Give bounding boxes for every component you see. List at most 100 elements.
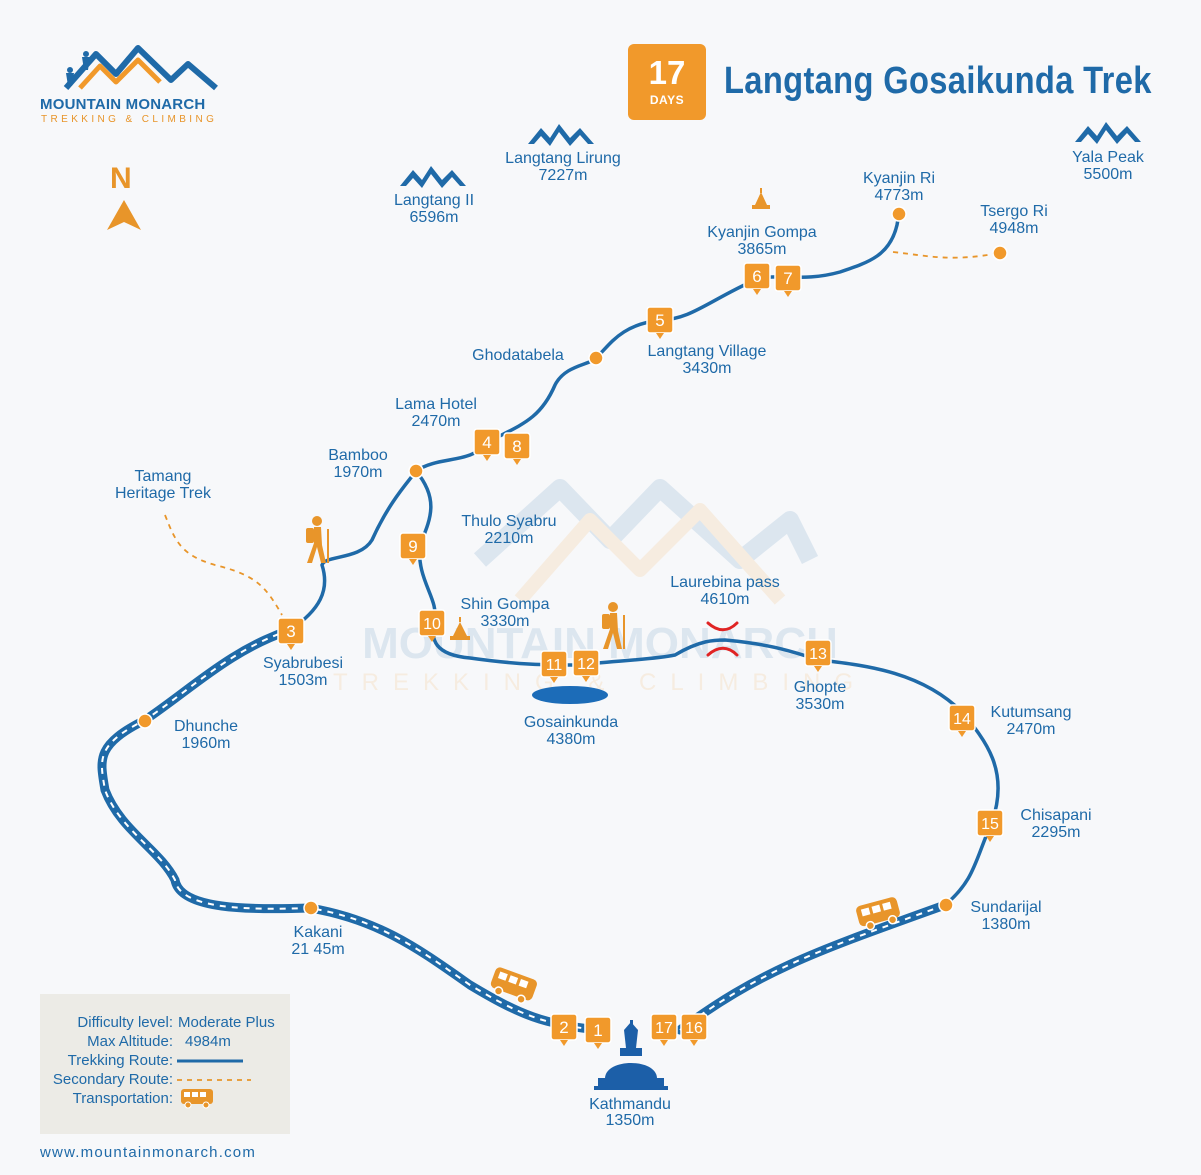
place-name-heritage-trek: Heritage Trek [115, 485, 212, 502]
days-number: 17 [648, 54, 686, 91]
legend-value-difficulty: Moderate Plus [178, 1014, 275, 1031]
day-marker-pointer [409, 559, 417, 565]
legend-row-trekking-route: Trekking Route: [40, 1052, 243, 1069]
day-marker-pointer [550, 677, 558, 683]
day-marker-label: 15 [981, 816, 999, 833]
legend-row-secondary-route: Secondary Route: [40, 1071, 251, 1088]
place-alt-kutumsang: 2470m [1007, 721, 1056, 738]
day-marker: 7 [774, 264, 802, 297]
logo-mountain-icon [63, 45, 218, 91]
legend: Difficulty level: Moderate Plus Max Alti… [40, 994, 290, 1134]
legend-secondary-route-swatch [177, 1079, 251, 1081]
waypoint-bamboo [408, 463, 424, 479]
pass-icon [706, 621, 739, 657]
days-badge: 17 DAYS [628, 44, 706, 120]
legend-value-altitude: 4984m [185, 1033, 231, 1050]
peak-name-yala-peak: Yala Peak [1072, 149, 1145, 166]
monastery-icon [752, 188, 770, 209]
day-marker-label: 13 [809, 646, 827, 663]
day-marker: 2 [550, 1013, 578, 1046]
brand-logo: MOUNTAIN MONARCH TREKKING & CLIMBING [40, 40, 240, 130]
day-marker-pointer [560, 1040, 568, 1046]
place-alt-lama-hotel: 2470m [412, 413, 461, 430]
peak-name-langtang-lirung: Langtang Lirung [505, 150, 621, 167]
place-alt-thulo-syabru: 2210m [485, 530, 534, 547]
legend-row-altitude: Max Altitude: 4984m [40, 1033, 231, 1050]
place-name-langtang-village: Langtang Village [648, 343, 767, 360]
waypoint-kyanjin-ri [891, 206, 907, 222]
secondary-routes [164, 251, 1001, 616]
day-marker-pointer [690, 1040, 698, 1046]
bus-icon [856, 897, 900, 931]
place-name-syabrubesi: Syabrubesi [263, 655, 343, 672]
day-marker: 15 [976, 809, 1004, 842]
legend-trekking-route-swatch [177, 1059, 243, 1063]
website-url: www.mountainmonarch.com [40, 1144, 257, 1161]
place-name-laurebina-pass: Laurebina pass [670, 574, 779, 591]
day-marker-pointer [513, 459, 521, 465]
day-marker-label: 5 [655, 311, 664, 330]
day-marker-label: 6 [752, 267, 761, 286]
day-marker: 5 [646, 306, 674, 339]
brand-tagline: TREKKING & CLIMBING [41, 114, 218, 125]
day-marker-pointer [656, 333, 664, 339]
map-title: Langtang Gosaikunda Trek [724, 60, 1152, 102]
day-marker-pointer [958, 731, 966, 737]
day-marker-pointer [594, 1043, 602, 1049]
day-marker: 4 [473, 428, 501, 461]
place-alt-ghopte: 3530m [796, 696, 845, 713]
day-marker: 8 [503, 432, 531, 465]
days-unit: DAYS [649, 93, 685, 107]
day-marker-label: 1 [593, 1021, 602, 1040]
day-marker-label: 10 [423, 616, 441, 633]
place-name-ghodatabela: Ghodatabela [472, 347, 564, 364]
place-name-dhunche: Dhunche [174, 718, 238, 735]
place-name-kyanjin-gompa: Kyanjin Gompa [707, 224, 816, 241]
day-marker-label: 14 [953, 711, 971, 728]
legend-key-secondary-route: Secondary Route: [52, 1071, 173, 1088]
place-alt-gosainkunda: 4380m [547, 731, 596, 748]
place-name-thulo-syabru: Thulo Syabru [461, 513, 556, 530]
place-name-shin-gompa: Shin Gompa [461, 596, 550, 613]
place-name-kakani: Kakani [294, 924, 343, 941]
mountain-icon [400, 122, 1141, 188]
gosainkunda-lake [532, 686, 608, 704]
day-marker: 12 [572, 649, 600, 682]
day-marker: 13 [804, 639, 832, 672]
bus-icon [181, 1089, 213, 1109]
place-alt-syabrubesi: 1503m [279, 672, 328, 689]
place-name-kutumsang: Kutumsang [991, 704, 1072, 721]
place-name-tsergo-ri: Tsergo Ri [980, 203, 1048, 220]
hiker-icon [602, 602, 625, 649]
legend-row-difficulty: Difficulty level: Moderate Plus [40, 1014, 274, 1031]
day-marker-label: 8 [512, 437, 521, 456]
day-marker-label: 3 [286, 622, 295, 641]
place-alt-langtang-village: 3430m [683, 360, 732, 377]
place-alt-kyanjin-ri: 4773m [875, 187, 924, 204]
day-marker-label: 9 [408, 537, 417, 556]
day-marker: 3 [277, 617, 305, 650]
north-arrow-icon [107, 200, 141, 230]
place-alt-sundarijal: 1380m [982, 916, 1031, 933]
place-name-sundarijal: Sundarijal [970, 899, 1041, 916]
peak-name-langtang-ii: Langtang II [394, 192, 474, 209]
place-alt-dhunche: 1960m [182, 735, 231, 752]
place-name-chisapani: Chisapani [1020, 807, 1091, 824]
day-marker-pointer [814, 666, 822, 672]
day-marker: 10 [418, 609, 446, 642]
day-marker: 16 [680, 1013, 708, 1046]
stupa-icon [594, 1020, 668, 1090]
place-name-kathmandu: Kathmandu [589, 1096, 671, 1113]
day-marker-pointer [660, 1040, 668, 1046]
day-marker-label: 12 [577, 656, 595, 673]
day-marker: 14 [948, 704, 976, 737]
place-alt-shin-gompa: 3330m [481, 613, 530, 630]
day-marker-pointer [483, 455, 491, 461]
day-marker-pointer [582, 676, 590, 682]
legend-key-altitude: Max Altitude: [87, 1033, 173, 1050]
place-name-gosainkunda: Gosainkunda [524, 714, 618, 731]
day-marker-pointer [287, 644, 295, 650]
legend-row-transportation: Transportation: [40, 1089, 213, 1109]
